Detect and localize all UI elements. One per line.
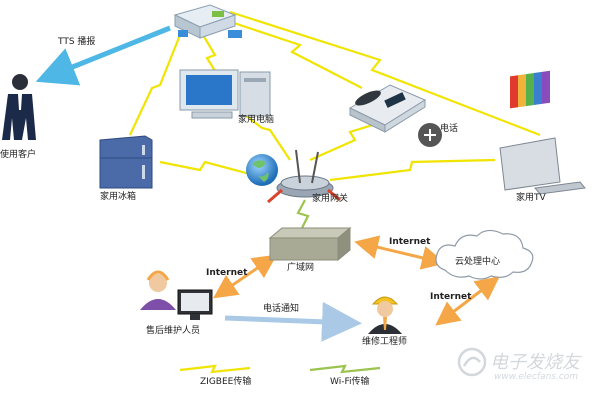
link-hub-phone [224, 18, 363, 89]
label-pc: 家用电脑 [238, 115, 275, 125]
watermark-sub: www.elecfans.com [494, 372, 579, 382]
label-internet-engineer: Internet [430, 292, 472, 302]
broadband-box [268, 226, 352, 262]
label-phone: 电话 [440, 124, 459, 134]
label-broadband: 广域网 [287, 263, 315, 273]
legend-wifi-line [309, 364, 381, 374]
label-staff: 售后维护人员 [146, 326, 201, 336]
tts-arrow [35, 25, 171, 86]
internet-arrow-broadband-staff [213, 254, 277, 299]
label-customer: 使用客户 [0, 150, 37, 160]
notify-arrow [224, 301, 362, 342]
staff-icon [140, 270, 213, 320]
label-engineer: 维修工程师 [362, 337, 408, 347]
label-internet-cloud: Internet [389, 237, 431, 247]
customer-icon [2, 74, 36, 140]
label-gateway: 家用网关 [312, 194, 349, 204]
link-gateway-pc [244, 114, 291, 161]
link-gateway-fridge [159, 160, 266, 180]
zigbee-links [129, 10, 541, 182]
internet-arrow-cloud-engineer [435, 276, 500, 326]
label-notify: 电话通知 [263, 304, 300, 314]
pc-icon [179, 69, 271, 119]
watermark-logo [457, 347, 487, 377]
internet-arrows [213, 235, 500, 326]
phone-icon [348, 84, 442, 147]
wifi-link-gateway-broadband [296, 199, 310, 233]
label-tts: TTS 播报 [58, 37, 96, 47]
gateway-icon [246, 149, 341, 204]
cloud-icon [435, 229, 534, 280]
label-internet-staff: Internet [206, 268, 248, 278]
internet-arrow-broadband-cloud [354, 235, 446, 270]
fridge-icon [99, 135, 153, 189]
label-fridge: 家用冰箱 [100, 192, 137, 202]
link-hub-tv [229, 10, 541, 137]
engineer-icon [368, 296, 402, 334]
tv-icon [499, 70, 586, 195]
label-cloud: 云处理中心 [455, 257, 501, 267]
label-tv: 家用TV [516, 193, 546, 203]
link-hub-fridge [129, 34, 182, 136]
link-gateway-tv [329, 158, 496, 182]
watermark-main: 电子发烧友 [490, 352, 580, 373]
legend-zigbee-line [179, 364, 251, 374]
zigbee-hub-device [173, 4, 242, 39]
legend-wifi-label: Wi-Fi传输 [330, 377, 370, 387]
legend-zigbee-label: ZIGBEE传输 [200, 377, 252, 387]
